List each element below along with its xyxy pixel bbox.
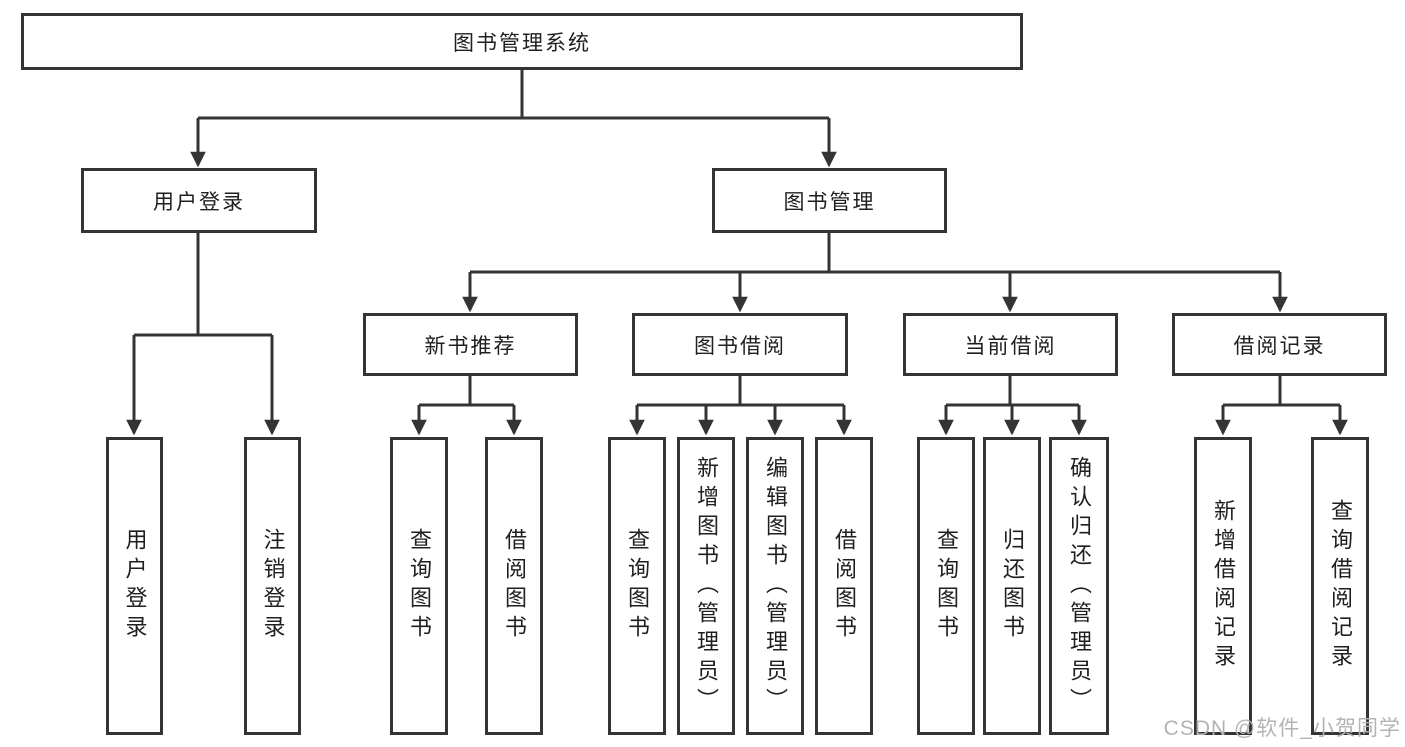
leaf-query-borrow-record: 查询借阅记录 xyxy=(1311,437,1369,735)
leaf-return-books-label: 归还图书 xyxy=(1000,528,1025,644)
leaf-logout: 注销登录 xyxy=(244,437,301,735)
node-current-borrow-label: 当前借阅 xyxy=(964,334,1057,358)
node-book-management-label: 图书管理 xyxy=(783,190,876,214)
leaf-query-books-borrow: 查询图书 xyxy=(608,437,666,735)
node-root-label: 图书管理系统 xyxy=(453,31,591,55)
leaf-borrow-books-label: 借阅图书 xyxy=(832,528,857,644)
node-book-management: 图书管理 xyxy=(712,168,947,233)
leaf-add-books-admin-label: 新增图书（管理员） xyxy=(694,455,719,717)
leaf-add-books-admin: 新增图书（管理员） xyxy=(677,437,735,735)
leaf-borrow-books: 借阅图书 xyxy=(815,437,873,735)
node-book-borrow: 图书借阅 xyxy=(632,313,848,376)
leaf-query-books-current-label: 查询图书 xyxy=(934,528,959,644)
leaf-user-login-label: 用户登录 xyxy=(122,528,148,644)
leaf-add-borrow-record: 新增借阅记录 xyxy=(1194,437,1252,735)
leaf-borrow-books-recommend-label: 借阅图书 xyxy=(502,528,527,644)
node-new-book-recommend-label: 新书推荐 xyxy=(424,334,517,358)
leaf-edit-books-admin: 编辑图书（管理员） xyxy=(746,437,804,735)
leaf-confirm-return-admin-label: 确认归还（管理员） xyxy=(1067,455,1092,717)
node-current-borrow: 当前借阅 xyxy=(903,313,1118,376)
node-user-login-label: 用户登录 xyxy=(153,190,245,214)
leaf-logout-label: 注销登录 xyxy=(260,528,286,644)
leaf-query-books-recommend-label: 查询图书 xyxy=(407,528,432,644)
leaf-add-borrow-record-label: 新增借阅记录 xyxy=(1211,499,1236,673)
node-book-borrow-label: 图书借阅 xyxy=(694,334,786,358)
node-user-login: 用户登录 xyxy=(81,168,317,233)
leaf-return-books: 归还图书 xyxy=(983,437,1041,735)
leaf-borrow-books-recommend: 借阅图书 xyxy=(485,437,543,735)
node-root: 图书管理系统 xyxy=(21,13,1023,70)
leaf-confirm-return-admin: 确认归还（管理员） xyxy=(1049,437,1109,735)
leaf-edit-books-admin-label: 编辑图书（管理员） xyxy=(763,455,788,717)
node-borrow-records: 借阅记录 xyxy=(1172,313,1387,376)
leaf-user-login: 用户登录 xyxy=(106,437,163,735)
leaf-query-books-current: 查询图书 xyxy=(917,437,975,735)
node-new-book-recommend: 新书推荐 xyxy=(363,313,578,376)
leaf-query-books-recommend: 查询图书 xyxy=(390,437,448,735)
leaf-query-books-borrow-label: 查询图书 xyxy=(625,528,650,644)
node-borrow-records-label: 借阅记录 xyxy=(1233,334,1326,358)
leaf-query-borrow-record-label: 查询借阅记录 xyxy=(1328,499,1353,673)
